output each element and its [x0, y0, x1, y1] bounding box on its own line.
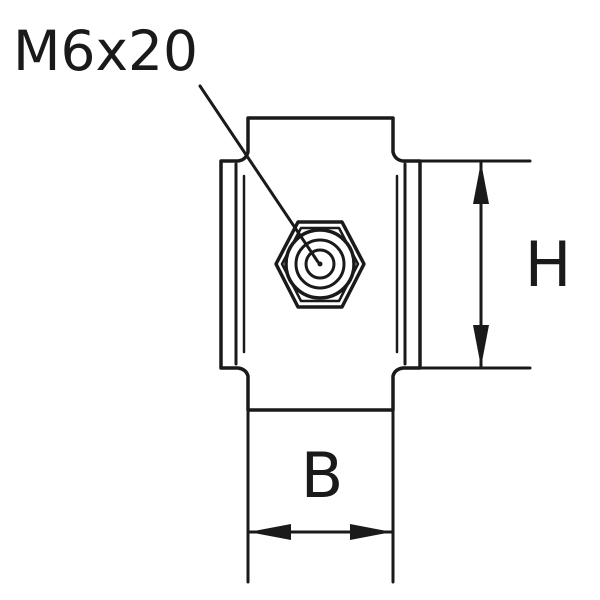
callout-label: M6x20 — [13, 19, 198, 83]
bolt-thread-circle — [304, 248, 336, 280]
callout-leader-line — [198, 84, 320, 264]
hex-nut-inner-outline — [280, 226, 360, 303]
hex-nut-outline — [274, 220, 366, 309]
height-arrow-top — [473, 162, 489, 204]
width-arrow-right — [350, 524, 392, 540]
bolt-outer-circle — [294, 238, 346, 290]
nut-washer-circle — [284, 228, 356, 300]
height-arrow-bottom — [473, 325, 489, 367]
height-label: H — [525, 228, 572, 301]
width-arrow-left — [249, 524, 291, 540]
width-label: B — [301, 439, 344, 512]
